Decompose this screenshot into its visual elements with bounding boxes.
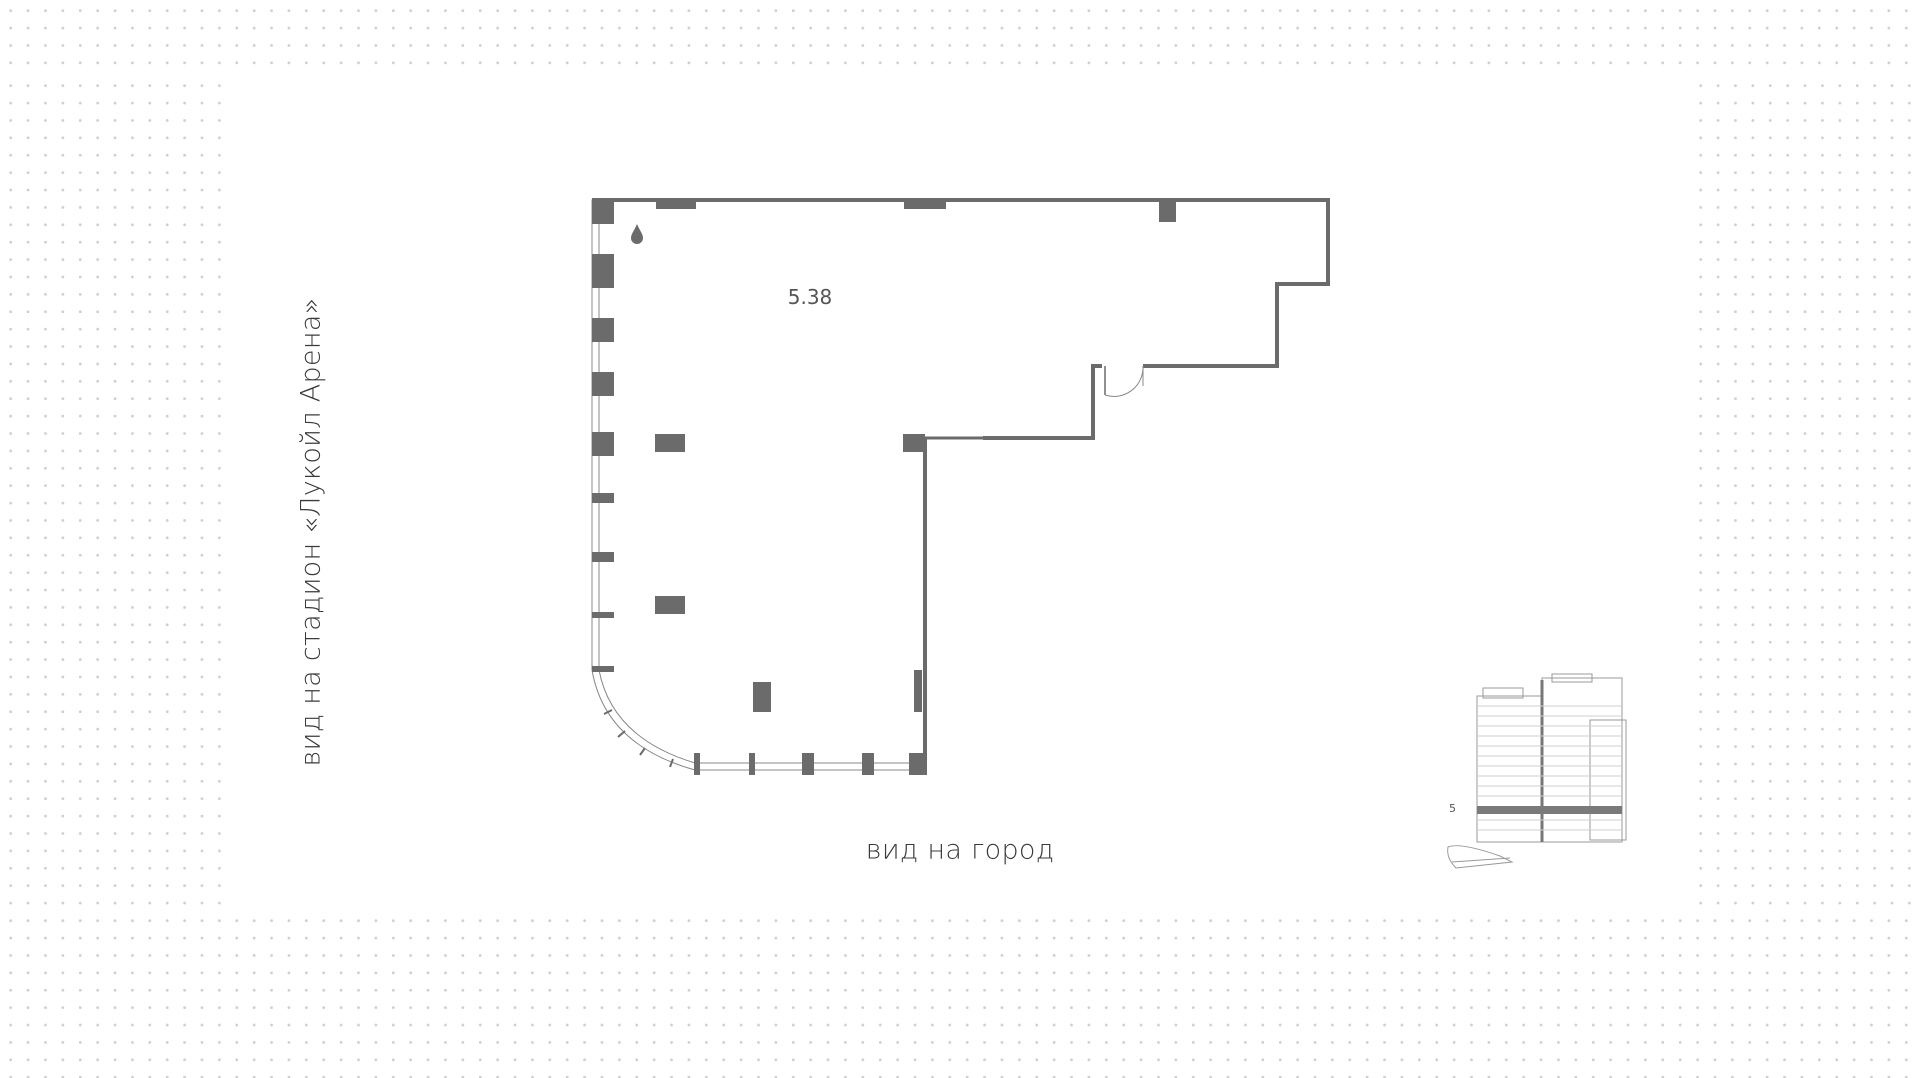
column <box>903 434 925 452</box>
column <box>592 612 614 618</box>
column <box>592 493 614 503</box>
window-mullion <box>617 730 626 738</box>
column <box>655 596 685 614</box>
building-minimap-icon <box>1447 673 1627 869</box>
highlighted-floor <box>1477 806 1622 814</box>
building-floor-number: 5 <box>1449 802 1456 815</box>
columns <box>592 198 1176 775</box>
window-mullion <box>603 709 613 715</box>
inner-wall-step <box>983 364 1102 440</box>
column <box>592 432 614 456</box>
column <box>749 753 755 775</box>
column <box>802 753 814 775</box>
room-number: 5.38 <box>787 285 833 309</box>
dot-grid-top <box>0 0 1920 75</box>
window-mullion <box>639 747 646 756</box>
dot-grid-left <box>0 75 230 910</box>
column <box>592 666 614 672</box>
view-label-stadium: вид на стадион «Лукойл Арена» <box>295 297 327 767</box>
dot-grid-bottom <box>0 910 1920 1078</box>
column <box>592 372 614 396</box>
outer-wall <box>592 198 1330 368</box>
column <box>655 434 685 452</box>
curved-window-inner <box>598 669 696 764</box>
column <box>592 254 614 288</box>
column <box>592 318 614 342</box>
column <box>909 753 927 775</box>
column <box>914 670 922 712</box>
curved-window-outer <box>591 669 696 771</box>
column <box>1159 200 1176 222</box>
column <box>904 200 946 209</box>
column <box>694 753 700 775</box>
window-mullion <box>669 758 674 768</box>
view-label-city: вид на город <box>865 834 1055 866</box>
column <box>592 198 614 224</box>
column <box>753 682 771 712</box>
column <box>656 200 696 209</box>
door-swing-icon <box>1104 366 1144 397</box>
dot-grid-right <box>1690 75 1920 910</box>
column <box>862 753 874 775</box>
column <box>592 552 614 562</box>
water-drop-icon <box>631 224 643 244</box>
